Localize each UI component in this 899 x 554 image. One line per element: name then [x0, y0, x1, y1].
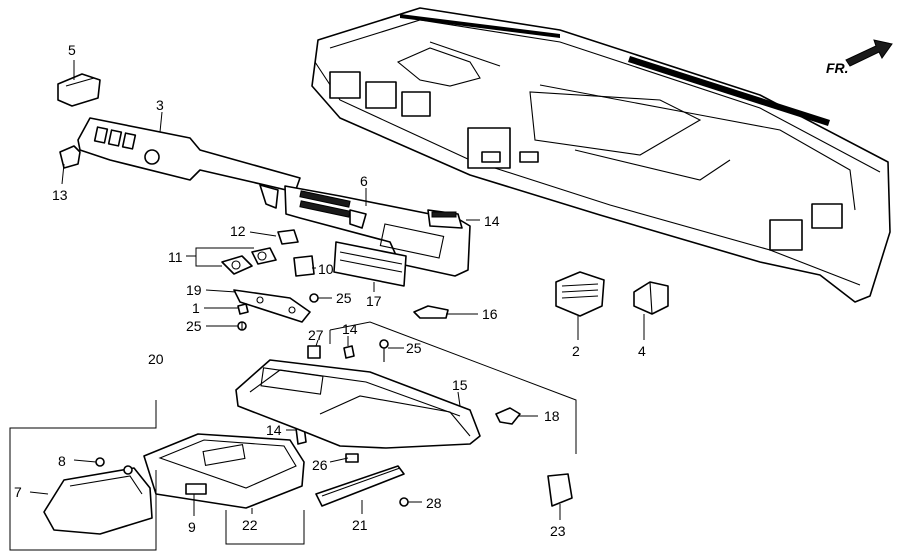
part-11-switch-pair — [221, 247, 277, 275]
part-19-latch — [495, 407, 521, 425]
part-3-left-panel — [77, 117, 301, 209]
part-15-switch — [427, 209, 463, 229]
part-21-bracket — [233, 289, 311, 323]
callout-2: 2 — [572, 343, 580, 359]
callout-5: 5 — [68, 42, 76, 58]
callout-8: 8 — [58, 453, 66, 469]
part-25-screw-a — [237, 321, 247, 331]
callout-19: 18 — [544, 408, 560, 424]
part-18-heater-control — [333, 241, 407, 287]
part-27-clip — [307, 345, 321, 359]
part-5-clip — [57, 73, 101, 107]
part-16-glove-box-frame — [235, 359, 481, 449]
part-6-center-panel — [284, 185, 471, 277]
part-8-bolt — [95, 457, 133, 475]
callout-6: 6 — [360, 173, 368, 189]
callout-25-b: 25 — [186, 318, 202, 334]
part-10-switch — [293, 255, 315, 277]
part-2-vent — [555, 271, 605, 317]
part-25-screw-b — [309, 293, 319, 303]
part-7-tray — [43, 467, 153, 535]
part-12-switch — [277, 229, 299, 245]
part-28-screw — [399, 497, 409, 507]
callout-27: 27 — [308, 327, 324, 343]
callout-25-c: 25 — [406, 340, 422, 356]
callout-21: 19 — [186, 282, 202, 298]
part-14-clip-a — [343, 345, 355, 359]
part-1-nut — [237, 303, 249, 315]
callout-11: 11 — [168, 249, 183, 265]
part-25-screw-c — [379, 339, 389, 362]
part-17-bracket — [413, 305, 449, 319]
dashboard-panel — [311, 7, 891, 303]
callout-24: 23 — [550, 523, 566, 539]
part-22-hinge — [315, 465, 405, 507]
dashboard-vent-right — [769, 203, 843, 251]
part-23-glove-box-lid — [143, 433, 305, 509]
callout-17: 16 — [482, 306, 498, 322]
callout-labels: 5 3 13 6 14 12 11 10 19 25 1 25 17 16 2 … — [14, 42, 646, 539]
callout-25-a: 25 — [336, 290, 352, 306]
callout-22: 21 — [352, 517, 368, 533]
leader-lines — [29, 60, 645, 520]
callout-1: 1 — [192, 300, 200, 316]
direction-label: FR. — [826, 60, 849, 76]
dashboard-vent-center — [467, 127, 539, 169]
part-9-latch — [185, 483, 207, 495]
part-4-cap — [633, 281, 669, 315]
callout-26: 26 — [312, 457, 328, 473]
callout-28: 28 — [426, 495, 442, 511]
callout-15: 14 — [484, 213, 500, 229]
callout-7: 7 — [14, 484, 22, 500]
front-direction-indicator: FR. — [826, 39, 893, 76]
callout-10: 10 — [318, 261, 334, 277]
callout-20: 20 — [148, 351, 164, 367]
callout-14-b: 14 — [266, 422, 282, 438]
callout-4: 4 — [638, 343, 646, 359]
callout-14-a: 14 — [342, 321, 358, 337]
callout-3: 3 — [156, 97, 164, 113]
part-24-cover — [547, 473, 573, 507]
dashboard-vent-left — [329, 71, 431, 117]
callout-12: 12 — [230, 223, 246, 239]
part-13-clip — [59, 145, 81, 169]
callout-18: 17 — [366, 293, 382, 309]
callout-23: 22 — [242, 517, 258, 533]
callout-16: 15 — [452, 377, 468, 393]
callout-9: 9 — [188, 519, 196, 535]
assembly-bracket-outlines — [9, 321, 577, 551]
callout-13: 13 — [52, 187, 68, 203]
